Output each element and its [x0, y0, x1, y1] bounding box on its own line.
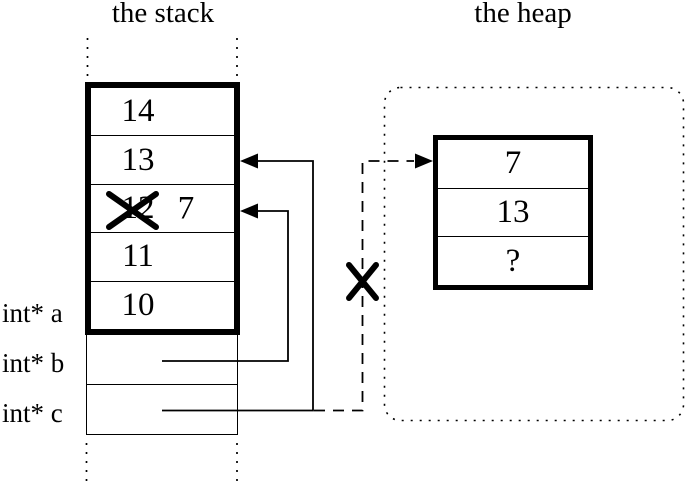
heap-cell-value: 13 [496, 194, 530, 230]
heap-cell: 7 [438, 140, 588, 189]
stack-cell-pointer-c [87, 385, 237, 434]
stack-cell-new-value: 7 [177, 190, 195, 227]
stack-cell: 10 [91, 282, 234, 329]
stack-cell-value: 14 [121, 93, 155, 130]
heap-cell: 13 [438, 189, 588, 238]
cross-out-dangling-pointer-icon [346, 262, 379, 301]
stack-cell-value: 13 [121, 141, 155, 178]
pointer-variable-cells [85, 335, 238, 435]
cross-stroke [346, 262, 379, 301]
dangling-pointer-dashed-line [314, 160, 414, 412]
pointer-c-arrowhead-icon [240, 153, 258, 169]
dangling-pointer-arrowhead-icon [415, 153, 433, 169]
variable-label-c: int* c [2, 398, 63, 428]
stack-cell-pointer-b [86, 335, 237, 385]
stack-cell: 11 [91, 233, 234, 282]
stack-cell-overwritten: 12 7 [91, 185, 234, 234]
heap-block-box: 7 13 ? [433, 135, 593, 290]
stack-title: the stack [111, 0, 215, 29]
stack-cell: 14 [91, 88, 234, 137]
heap-cell: ? [438, 237, 588, 285]
pointer-b-arrowhead-icon [240, 203, 258, 219]
heap-cell-value: ? [505, 242, 521, 279]
cross-stroke [346, 262, 379, 301]
variable-label-a: int* a [2, 298, 63, 328]
heap-cell-value: 7 [504, 145, 522, 182]
stack-cell-value: 11 [122, 238, 154, 275]
heap-title: the heap [474, 0, 572, 29]
stack-cell-value: 10 [121, 286, 155, 323]
variable-label-b: int* b [2, 348, 65, 378]
stack-cell: 13 [91, 136, 234, 185]
stack-frame-box: 14 13 12 7 11 10 [85, 82, 240, 335]
